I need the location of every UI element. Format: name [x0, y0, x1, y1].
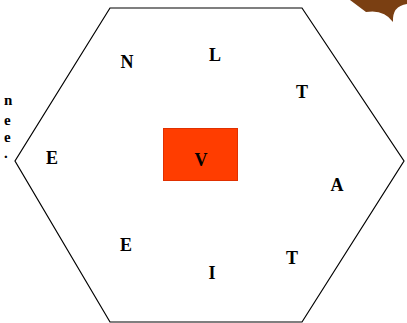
brown-shape: [350, 0, 407, 22]
letter: T: [296, 83, 308, 101]
letter: E: [120, 236, 132, 254]
letter: N: [121, 53, 134, 71]
edge-fragment: .: [4, 146, 8, 161]
letter: A: [331, 176, 344, 194]
edge-fragment: e: [4, 113, 11, 128]
letter: I: [208, 264, 215, 282]
letter: L: [209, 46, 221, 64]
letter: E: [46, 149, 58, 167]
edge-fragment: e: [4, 130, 11, 145]
edge-fragment: n: [4, 93, 12, 108]
center-letter: V: [195, 151, 208, 169]
letter: T: [286, 249, 298, 267]
center-box: V: [163, 128, 238, 181]
